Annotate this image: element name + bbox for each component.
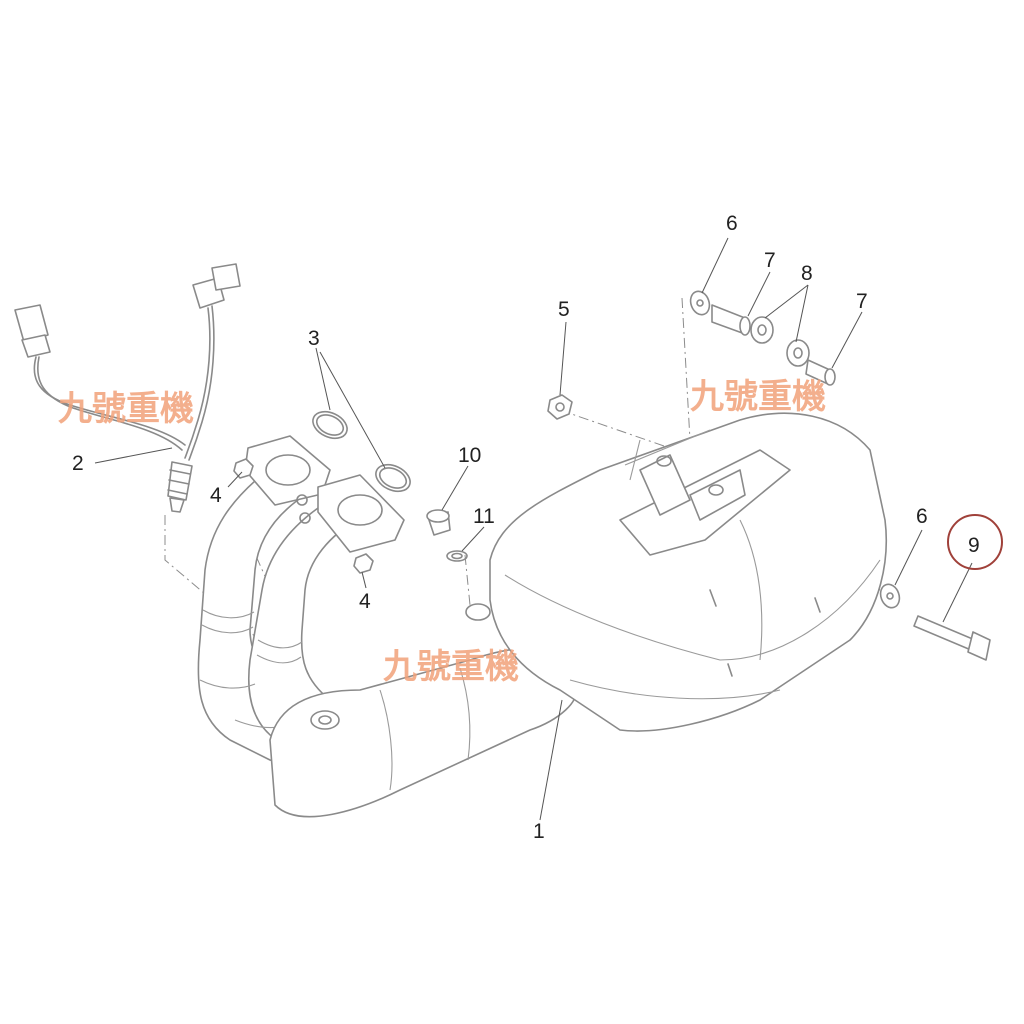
bolt-9 — [913, 615, 991, 661]
watermark-center: 九號重機 — [383, 647, 519, 687]
callout-8: 8 — [801, 262, 813, 285]
callout-labels: 1 2 3 4 4 5 6 6 7 7 8 9 10 11 — [72, 212, 980, 843]
leader-lines — [94, 237, 973, 821]
plug-10 — [426, 509, 451, 536]
callout-6a: 6 — [726, 212, 738, 235]
watermark-right: 九號重機 — [690, 377, 826, 417]
callout-1: 1 — [533, 820, 545, 843]
nut-5 — [547, 394, 573, 420]
highlight-ring — [947, 514, 1003, 570]
callout-4a: 4 — [210, 484, 222, 507]
callout-2: 2 — [72, 452, 84, 475]
catalyst-section — [269, 647, 577, 818]
callout-9: 9 — [968, 534, 980, 557]
gaskets — [312, 410, 411, 493]
callout-3: 3 — [308, 327, 320, 350]
callout-5: 5 — [558, 298, 570, 321]
watermark-left: 九號重機 — [58, 389, 194, 429]
callout-7b: 7 — [856, 290, 868, 313]
header-pipes — [197, 435, 405, 773]
oxygen-sensor — [14, 263, 241, 513]
washer-11 — [446, 550, 468, 562]
callout-6b: 6 — [916, 505, 928, 528]
callout-10: 10 — [458, 444, 481, 467]
flange-nuts — [233, 458, 374, 574]
muffler — [465, 412, 888, 732]
mount-hardware — [689, 290, 901, 609]
callout-4b: 4 — [359, 590, 371, 613]
callout-11: 11 — [473, 505, 495, 528]
callout-7a: 7 — [764, 249, 776, 272]
watermarks: 九號重機 九號重機 九號重機 — [58, 377, 826, 687]
